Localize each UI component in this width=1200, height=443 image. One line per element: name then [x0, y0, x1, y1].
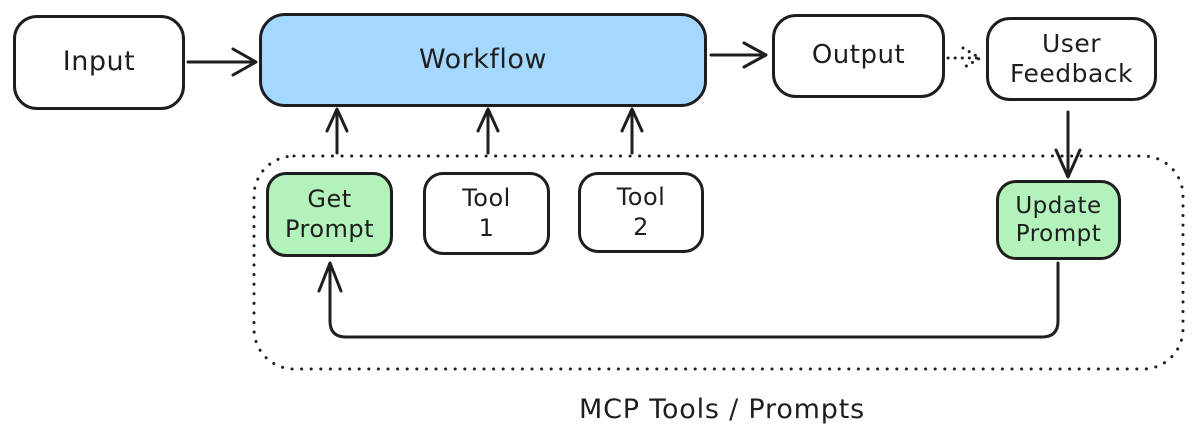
arrow-input-workflow-head: [231, 47, 258, 77]
node-tool-1-label-line2: 1: [478, 213, 495, 242]
node-tool-1: Tool 1: [423, 172, 550, 255]
node-update-prompt-label-line1: Update: [1015, 192, 1102, 219]
arrow-feedback-update-head: [1054, 148, 1082, 179]
node-get-prompt-label-line1: Get: [307, 185, 352, 214]
node-output: Output: [772, 14, 945, 98]
node-tool-1-label-line1: Tool: [462, 184, 511, 213]
arrow-workflow-output-head: [742, 41, 768, 69]
mcp-container-border: [252, 154, 1185, 371]
node-workflow-label: Workflow: [419, 43, 547, 75]
node-workflow: Workflow: [259, 13, 707, 107]
arrow-tool1-workflow-head: [476, 107, 500, 133]
mcp-container-caption: MCP Tools / Prompts: [579, 394, 865, 425]
arrow-update-getprompt-shaft: [328, 261, 1060, 339]
node-input-label: Input: [62, 46, 136, 78]
node-update-prompt-label-line2: Prompt: [1015, 221, 1102, 247]
node-user-feedback-label-line1: User: [1042, 28, 1101, 58]
arrow-output-feedback-head: [961, 46, 982, 70]
arrow-update-getprompt-head: [317, 261, 343, 293]
arrow-getprompt-workflow-head: [325, 107, 349, 133]
node-get-prompt-label-line2: Prompt: [284, 214, 375, 243]
node-update-prompt: Update Prompt: [996, 180, 1121, 260]
arrow-tool2-workflow-head: [620, 107, 644, 133]
node-input: Input: [13, 15, 185, 110]
node-output-label: Output: [811, 40, 906, 71]
node-tool-2: Tool 2: [578, 172, 704, 253]
node-user-feedback-label-line2: Feedback: [1009, 59, 1134, 88]
node-tool-2-label-line1: Tool: [616, 183, 666, 212]
node-user-feedback: User Feedback: [986, 17, 1157, 101]
node-tool-2-label-line2: 2: [633, 212, 649, 241]
node-get-prompt: Get Prompt: [266, 172, 393, 257]
